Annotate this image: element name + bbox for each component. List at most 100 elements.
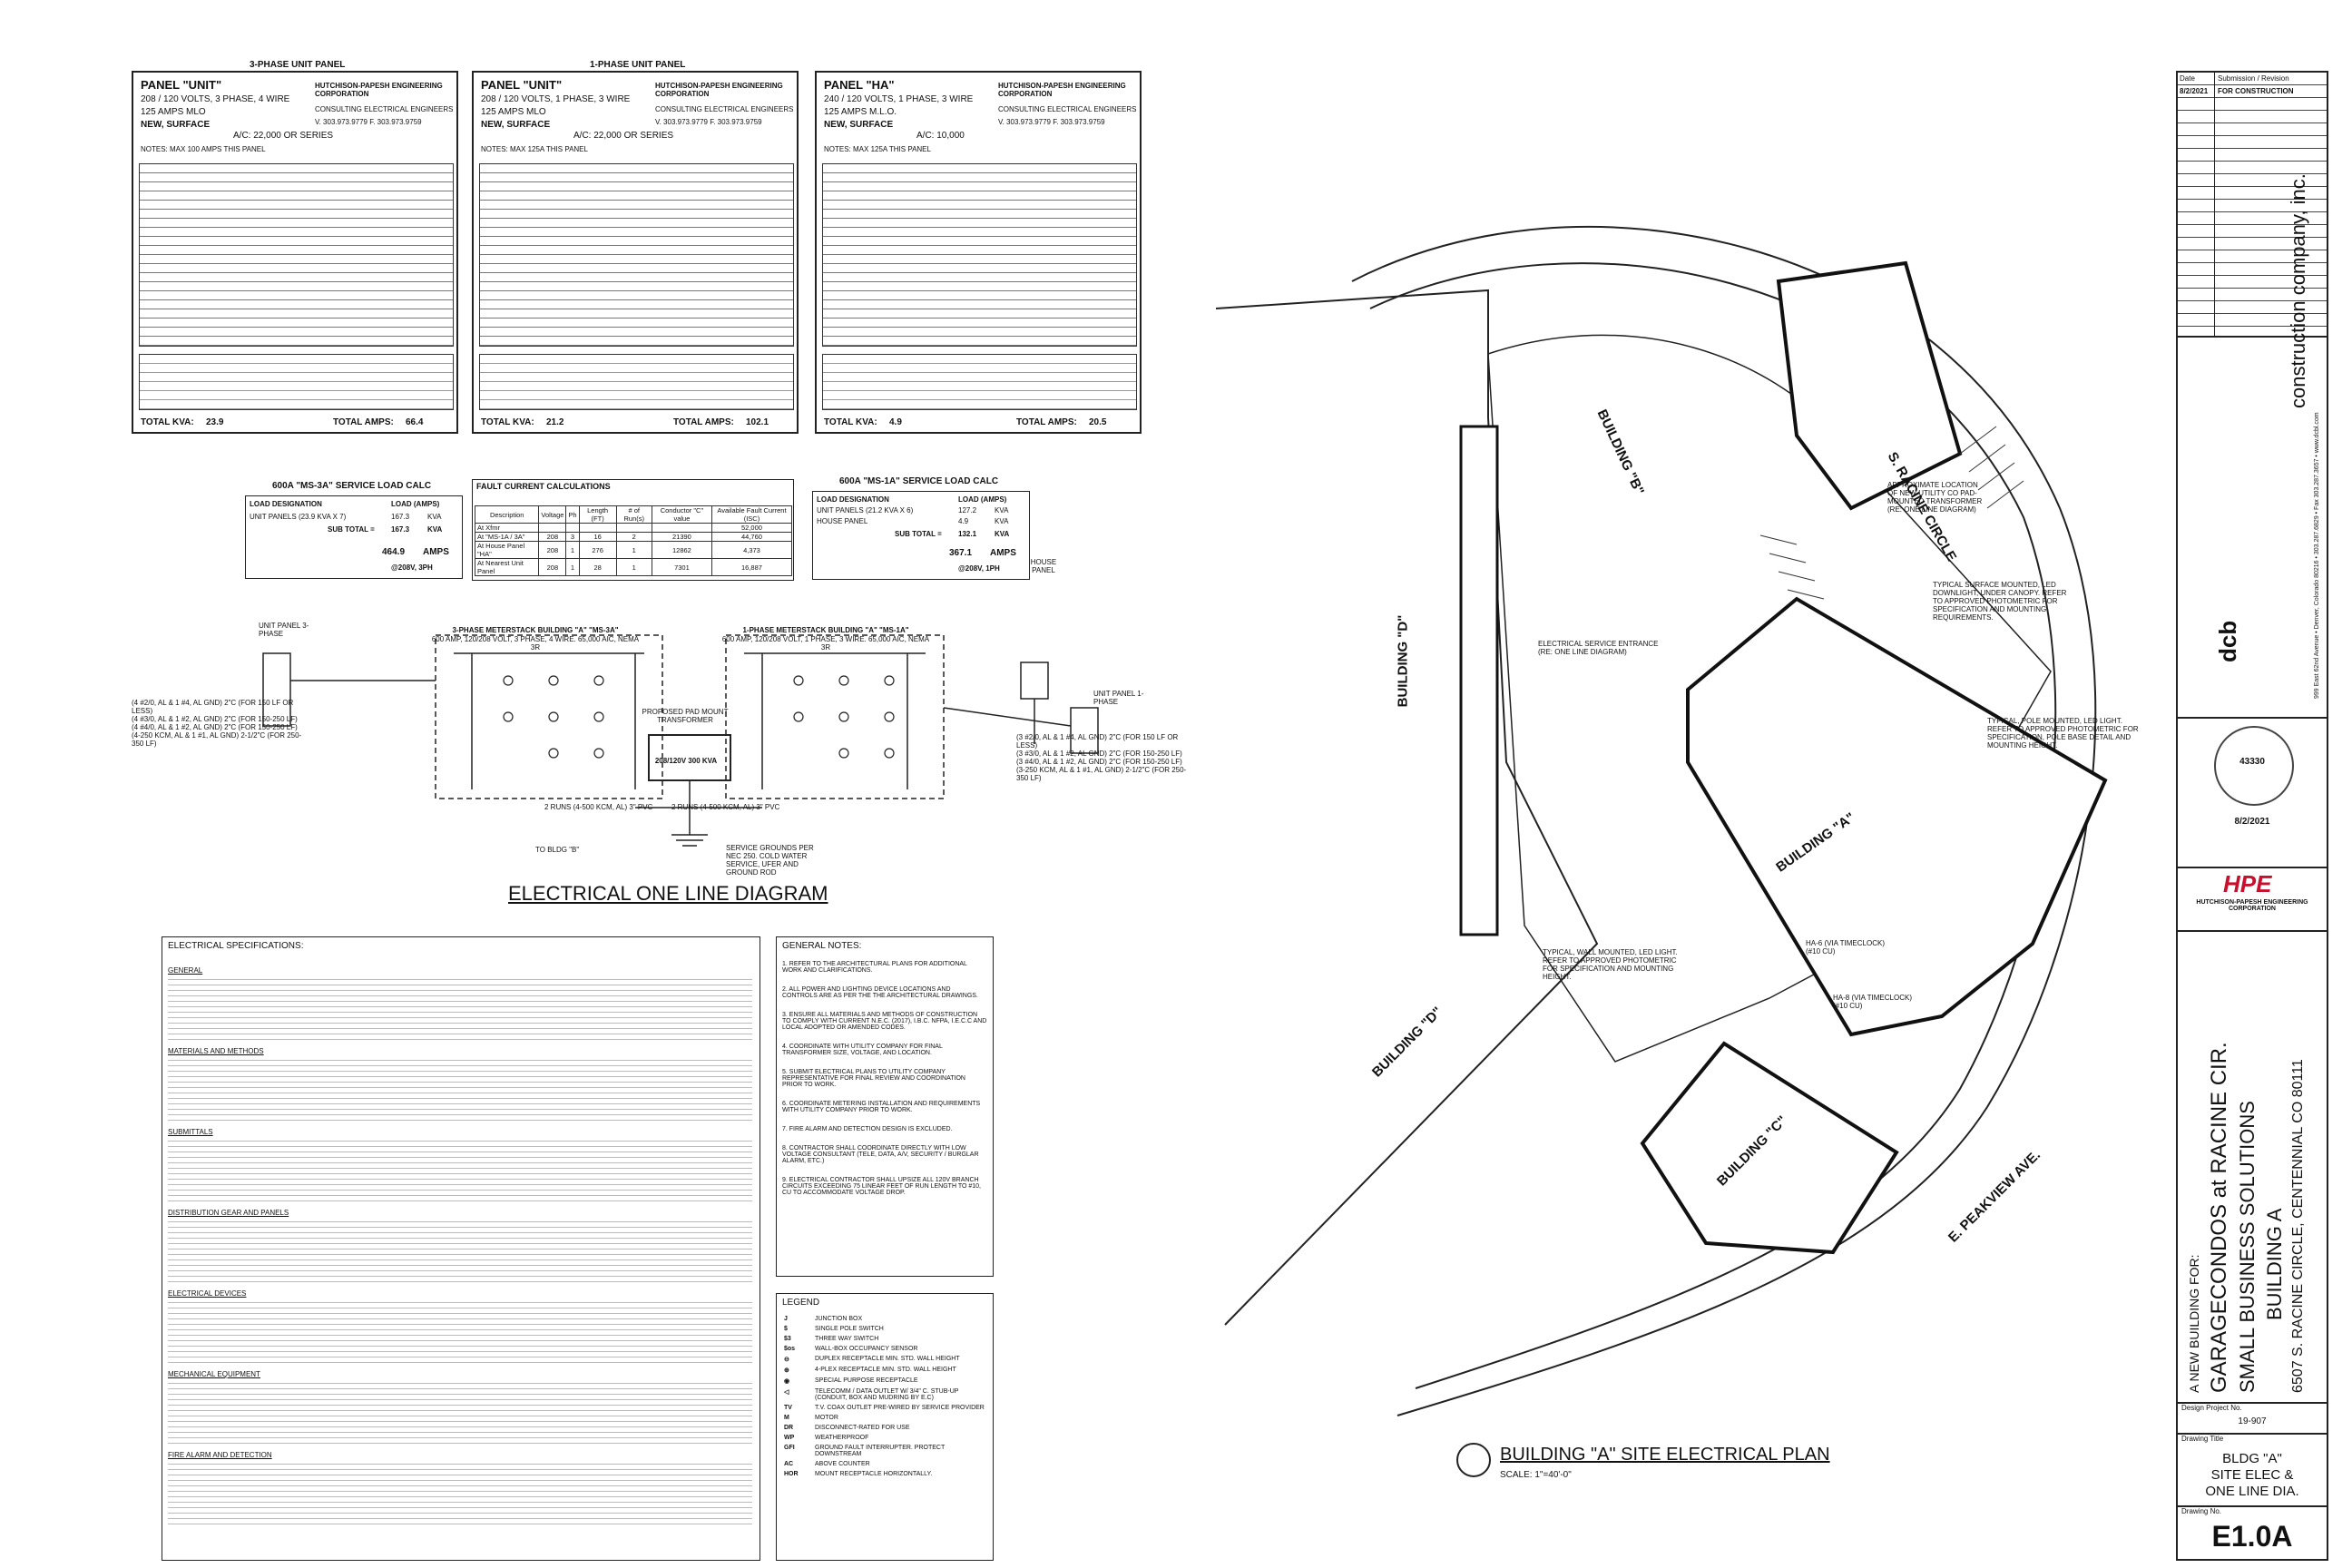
panel-phone: V. 303.973.9779 F. 303.973.9759	[315, 118, 422, 126]
site-plan-scale: SCALE: 1"=40'-0"	[1500, 1470, 1572, 1480]
load-row2-label: HOUSE PANEL	[817, 517, 868, 525]
specs-title: ELECTRICAL SPECIFICATIONS:	[168, 941, 304, 951]
company-address: 999 East 62nd Avenue • Denver, Colorado …	[2314, 412, 2320, 699]
ms3a-sub: 600 AMP, 120/208 VOLT, 3 PHASE, 4 WIRE. …	[431, 635, 640, 652]
legend-label: DISCONNECT-RATED FOR USE	[815, 1425, 910, 1431]
site-plan-drawing	[1216, 225, 2108, 1416]
load-hdr-right: LOAD (AMPS)	[391, 500, 440, 508]
panel-mount: NEW, SURFACE	[141, 120, 211, 130]
unit-panel-right-label: UNIT PANEL 1-PHASE	[1093, 690, 1144, 706]
subtotal-val: 167.3	[391, 525, 410, 534]
legend-label: JUNCTION BOX	[815, 1316, 863, 1322]
fault-cell: At Xfmr	[474, 523, 540, 533]
fault-cell	[615, 523, 652, 533]
revision-submission: FOR CONSTRUCTION	[2218, 87, 2318, 95]
drawing-title-line3: ONE LINE DIA.	[2205, 1484, 2299, 1499]
load-row1-label: UNIT PANELS (21.2 KVA X 6)	[817, 506, 914, 514]
feeders-right: (3 #2/0, AL & 1 #4, AL GND) 2"C (FOR 150…	[1016, 733, 1187, 782]
seal-number: 43330	[2239, 757, 2265, 767]
spec-section-heading: DISTRIBUTION GEAR AND PANELS	[168, 1209, 289, 1217]
fault-cell: 1	[565, 558, 580, 576]
spec-section-heading: MATERIALS AND METHODS	[168, 1047, 264, 1055]
legend-item: ⊕4-PLEX RECEPTACLE MIN. STD. WALL HEIGHT	[784, 1367, 987, 1374]
legend-symbol-icon: ⊕	[784, 1367, 789, 1374]
load-calc-title: 600A "MS-3A" SERVICE LOAD CALC	[272, 481, 432, 491]
load-row2-val: 4.9	[958, 517, 969, 525]
dcb-logo-area: construction company, inc. dcb 999 East …	[2178, 173, 2327, 719]
subtotal-val: 132.1	[958, 530, 977, 538]
spec-section-body	[168, 975, 752, 1042]
panel-load-summary	[479, 354, 794, 410]
general-note-item: 2. ALL POWER AND LIGHTING DEVICE LOCATIO…	[782, 986, 978, 999]
legend-symbol-icon: WP	[784, 1435, 795, 1441]
fault-title: FAULT CURRENT CALCULATIONS	[476, 482, 611, 491]
fault-cell: 1	[615, 558, 652, 576]
legend-symbol-icon: ◉	[784, 1378, 790, 1385]
subtotal-unit: KVA	[427, 525, 443, 534]
load-hdr-right: LOAD (AMPS)	[958, 495, 1007, 504]
unit-panel-left-label: UNIT PANEL 3-PHASE	[259, 622, 309, 638]
drawing-title-box: Drawing Title BLDG "A" SITE ELEC & ONE L…	[2178, 1433, 2327, 1507]
legend-symbol-icon: $3	[784, 1336, 791, 1342]
ms3a-label: 3-PHASE METERSTACK BUILDING "A" "MS-3A"	[452, 626, 619, 634]
fault-cell: 3	[565, 532, 580, 542]
site-plan-title: BUILDING "A" SITE ELECTRICAL PLAN	[1500, 1445, 1830, 1465]
fault-cell: 208	[538, 541, 567, 559]
ms1a-sub: 600 AMP, 120/208 VOLT, 1 PHASE, 3 WIRE. …	[721, 635, 930, 652]
panel-circuit-grid	[479, 163, 794, 347]
general-note-item: 4. COORDINATE WITH UTILITY COMPANY FOR F…	[782, 1044, 943, 1056]
legend-symbol-icon: J	[784, 1316, 788, 1322]
panel-schedule-ha: PANEL "HA" 240 / 120 VOLTS, 1 PHASE, 3 W…	[815, 71, 1142, 434]
project-line2: GARAGECONDOS at RACINE CIR.	[2207, 1042, 2231, 1393]
date-hdr: Date	[2180, 74, 2195, 83]
total-kva: 23.9	[206, 417, 224, 427]
panel-section-label-3ph: 3-PHASE UNIT PANEL	[250, 60, 346, 70]
legend-symbol-icon: M	[784, 1415, 789, 1421]
total-kva: 21.2	[546, 417, 564, 427]
site-label-building-d1: BUILDING "D"	[1395, 614, 1411, 708]
legend-label: THREE WAY SWITCH	[815, 1336, 879, 1342]
fault-col-header: Description	[474, 505, 540, 524]
panel-company: HUTCHISON-PAPESH ENGINEERING CORPORATION	[998, 82, 1126, 98]
panel-company: HUTCHISON-PAPESH ENGINEERING CORPORATION	[655, 82, 783, 98]
fault-col-header: Voltage	[538, 505, 567, 524]
project-no: 19-907	[2238, 1416, 2267, 1426]
fault-cell: 1	[565, 541, 580, 559]
note-ha8: HA-8 (VIA TIMECLOCK) (#10 CU)	[1833, 994, 1912, 1010]
panel-phone: V. 303.973.9779 F. 303.973.9759	[655, 118, 762, 126]
legend-label: GROUND FAULT INTERRUPTER. PROTECT DOWNST…	[815, 1445, 946, 1457]
drawing-no: E1.0A	[2211, 1520, 2293, 1553]
note-ha6: HA-6 (VIA TIMECLOCK) (#10 CU)	[1806, 939, 1885, 956]
total-kva: 4.9	[889, 417, 902, 427]
fault-cell	[578, 523, 617, 533]
total-kva-label: TOTAL KVA:	[481, 417, 534, 427]
project-line3: SMALL BUSINESS SOLUTIONS	[2236, 1101, 2259, 1393]
drawing-title-line2: SITE ELEC &	[2210, 1467, 2294, 1483]
spec-section-body	[168, 1459, 752, 1526]
legend-item: J JUNCTION BOX	[784, 1316, 987, 1322]
panel-voltage: 240 / 120 VOLTS, 1 PHASE, 3 WIRE	[824, 94, 974, 104]
fault-cell: 52,000	[710, 523, 793, 533]
fault-cell: 16,887	[710, 558, 793, 576]
panel-schedule-unit-3ph: PANEL "UNIT" 208 / 120 VOLTS, 3 PHASE, 4…	[132, 71, 458, 434]
total-amps-label: TOTAL AMPS:	[333, 417, 394, 427]
drawing-title-label: Drawing Title	[2181, 1435, 2224, 1443]
drawing-no-label: Drawing No.	[2181, 1507, 2222, 1515]
fault-cell: 4,373	[710, 541, 793, 559]
title-block: Date Submission / Revision 8/2/2021 FOR …	[2176, 71, 2328, 1561]
north-arrow-icon	[1456, 1443, 1491, 1477]
subtotal-label: SUB TOTAL =	[328, 525, 375, 534]
legend-item: $3 THREE WAY SWITCH	[784, 1336, 987, 1342]
dcb-logo-icon: dcb	[2214, 620, 2241, 662]
load-row1-val: 167.3	[391, 513, 410, 521]
legend-label: DUPLEX RECEPTACLE MIN. STD. WALL HEIGHT	[815, 1356, 960, 1362]
revision-table: Date Submission / Revision 8/2/2021 FOR …	[2178, 73, 2327, 338]
project-number-box: Design Project No. 19-907	[2178, 1402, 2327, 1435]
panel-aic: A/C: 22,000 OR SERIES	[573, 131, 674, 141]
legend-symbol-icon: $	[784, 1326, 788, 1332]
runs-right: 2 RUNS (4-500 KCM, AL) 3" PVC	[671, 803, 780, 811]
